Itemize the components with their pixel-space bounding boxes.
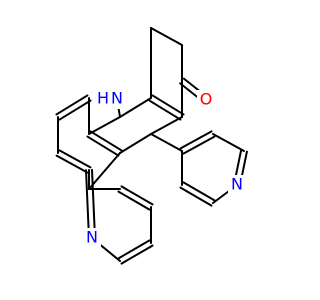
double-bond-line [182,135,216,155]
double-bond-line [55,154,89,174]
double-bond-line [55,94,89,116]
double-bond-line [117,239,151,260]
double-bond-line [182,181,216,202]
quinoline-nitrogen-label: N [86,228,98,247]
single-bond [88,152,121,190]
double-bond-line [85,169,91,240]
single-bond [119,97,152,118]
o-label-background [197,90,215,110]
double-bond-line [90,168,96,239]
double-bond-line [148,99,182,121]
quinoline-n-label-background [83,228,101,248]
molecule-structure: H N O N N [55,27,248,265]
single-bond [88,116,121,135]
pyridine-nitrogen-label: N [231,175,243,194]
single-bond [150,116,183,135]
amine-hydrogen-label: H [97,89,109,108]
double-bond-line [179,130,213,150]
double-bond-line [117,190,151,211]
atom-label-layer: H N O N N [83,89,246,248]
double-bond-line [151,94,185,116]
double-bond-line [58,149,92,169]
double-bond-line [89,130,123,152]
double-bond-line [120,185,154,206]
nh-label-background [96,89,126,109]
single-bond [150,133,183,152]
single-bond [119,133,152,154]
pyridine-n-label-background [228,175,246,195]
single-bond [150,27,183,46]
ketone-oxygen-label: O [200,90,213,109]
molecule-canvas: H N O N N [55,27,248,265]
single-bond [212,133,245,152]
double-bond-line [120,244,154,265]
double-bond-line [86,135,120,157]
amine-nitrogen-label: N [111,89,123,108]
double-bond-line [58,99,92,121]
double-bond-line [179,186,213,207]
